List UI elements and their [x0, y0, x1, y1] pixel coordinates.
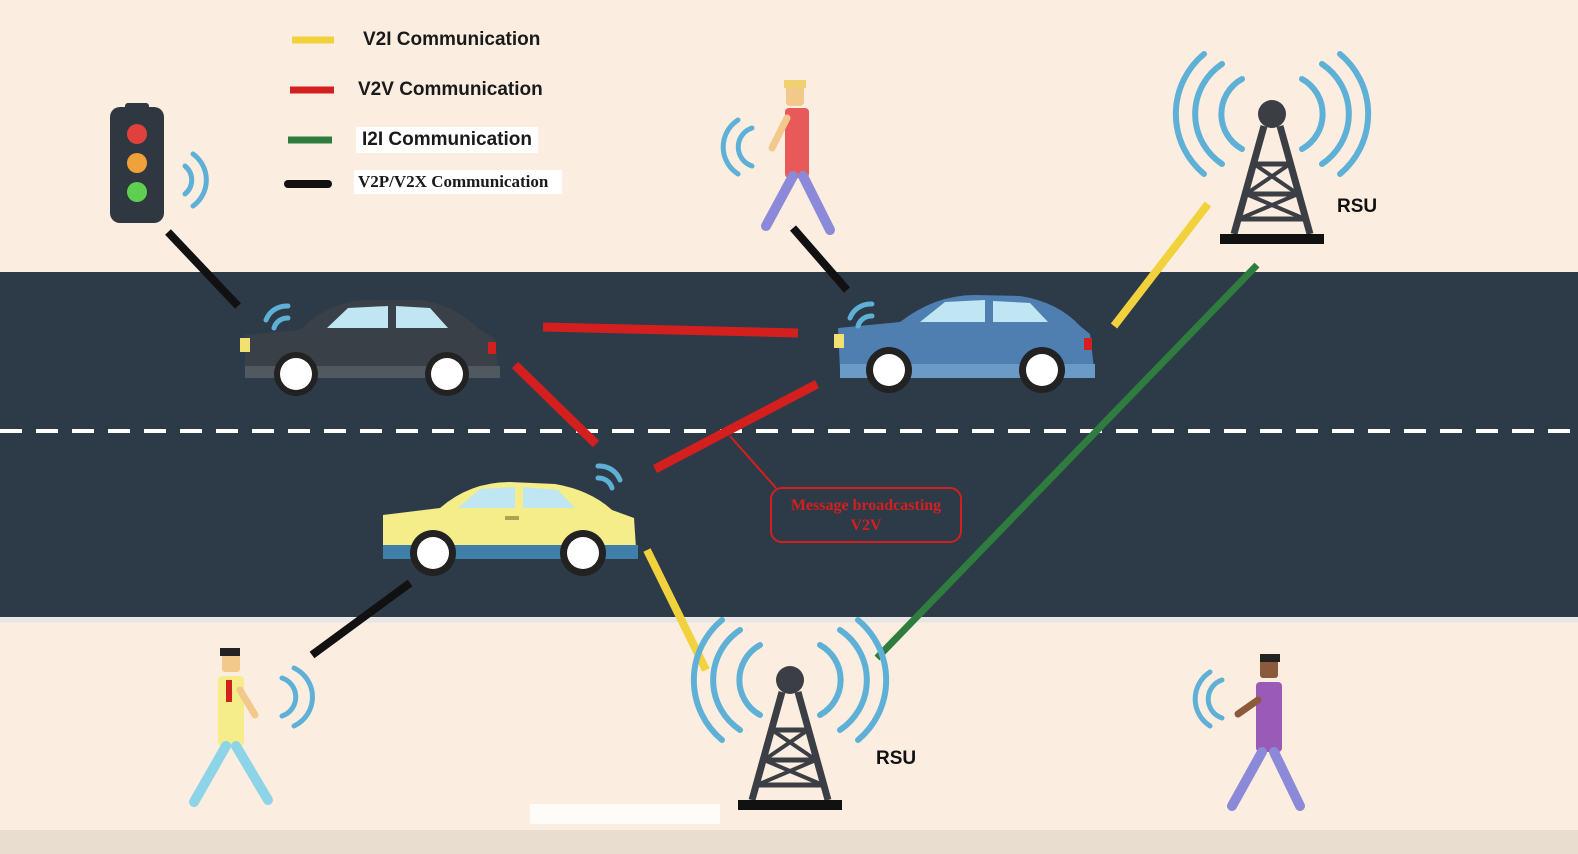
pedestrian-purple-shirt-icon [1192, 654, 1305, 811]
v2i-link-2 [643, 548, 710, 672]
legend-label-v2v: V2V Communication [358, 79, 543, 100]
traffic-light-icon [110, 103, 206, 223]
rsu-top-label: RSU [1337, 196, 1378, 217]
callout-pointer [729, 435, 777, 489]
legend-label-v2p: V2P/V2X Communication [354, 170, 563, 194]
v2p-link-light-car [165, 229, 241, 309]
v2i-link-1 [1110, 201, 1212, 329]
rsu-bottom-label: RSU [876, 748, 917, 769]
car-blue-icon [834, 295, 1095, 393]
v2v-link-3 [652, 380, 820, 473]
message-broadcast-callout: Message broadcasting V2V [770, 487, 962, 543]
road [0, 272, 1578, 617]
legend-label-i2i: I2I Communication [356, 127, 538, 153]
pedestrian-yellow-shirt-icon [189, 648, 315, 807]
i2i-link [874, 262, 1260, 661]
v2v-link-2 [511, 361, 600, 448]
v2p-link-ped2-car [309, 579, 413, 659]
v2v-link-1 [542, 322, 799, 338]
legend-label-v2i: V2I Communication [363, 29, 541, 50]
car-yellow-icon [383, 466, 638, 576]
car-dark-icon [240, 300, 500, 396]
callout-line-2: V2V [850, 517, 882, 534]
pedestrian-red-shirt-icon [720, 80, 835, 235]
v2p-link-ped-car [789, 225, 851, 293]
callout-line-1: Message broadcasting [790, 497, 942, 514]
